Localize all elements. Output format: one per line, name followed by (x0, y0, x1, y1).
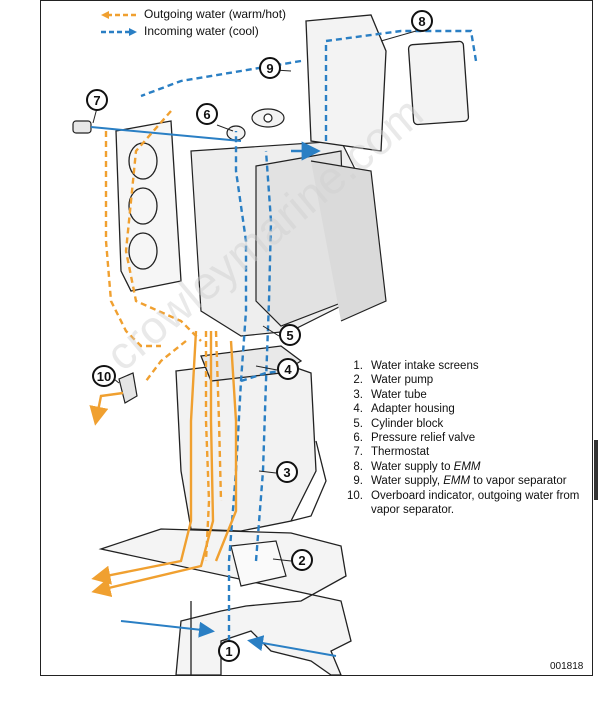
powerhead (190, 140, 387, 337)
cylinder-head (115, 120, 182, 292)
thermostat-part (72, 120, 92, 134)
callout-9: 9 (259, 57, 281, 79)
legend-incoming: Incoming water (cool) (100, 23, 286, 40)
part-item-8: 8.Water supply to EMM (353, 460, 481, 473)
callout-10: 10 (92, 365, 116, 387)
outgoing-solid (89, 330, 238, 598)
overboard-indicator (118, 372, 138, 404)
relief-valve (226, 108, 285, 141)
cooling-system-diagram (72, 14, 478, 675)
legend-outgoing-label: Outgoing water (warm/hot) (144, 7, 287, 21)
part-item-4: 4.Adapter housing (353, 403, 455, 416)
part-item-7: 7.Thermostat (353, 446, 430, 459)
part-item-2: 2.Water pump (353, 374, 434, 387)
part-item-6: 6.Pressure relief valve (353, 432, 476, 445)
callout-2: 2 (291, 549, 313, 571)
gearcase (98, 528, 352, 675)
page-edge-mark (594, 440, 598, 500)
legend-incoming-label: Incoming water (cool) (144, 24, 259, 38)
incoming-solid (90, 126, 337, 657)
callout-1: 1 (218, 640, 240, 662)
part-item-5: 5.Cylinder block (353, 417, 444, 430)
callout-6: 6 (196, 103, 218, 125)
driveshaft-housing (175, 345, 327, 532)
orange-arrow-icon (101, 10, 136, 19)
legend-outgoing: Outgoing water (warm/hot) (100, 6, 286, 23)
water-pump (230, 540, 287, 587)
figure-frame (40, 0, 593, 676)
callout-7: 7 (86, 89, 108, 111)
callout-4: 4 (277, 358, 299, 380)
part-item-9: 9.Water supply, EMM to vapor separator (353, 475, 567, 488)
part-item-10: 10.Overboard indicator, outgoing water f… (347, 489, 580, 517)
part-item-3: 3.Water tube (353, 388, 427, 401)
legend: Outgoing water (warm/hot) Incoming water… (100, 6, 286, 40)
blue-arrow-icon (101, 27, 137, 36)
outgoing-flow (104, 110, 223, 562)
callout-8: 8 (411, 10, 433, 32)
figure-number: 001818 (550, 661, 584, 672)
part-item-1: 1.Water intake screens (353, 360, 479, 372)
callout-3: 3 (276, 461, 298, 483)
parts-list: 1.Water intake screens 2.Water pump 3.Wa… (338, 359, 596, 517)
callout-5: 5 (279, 324, 301, 346)
